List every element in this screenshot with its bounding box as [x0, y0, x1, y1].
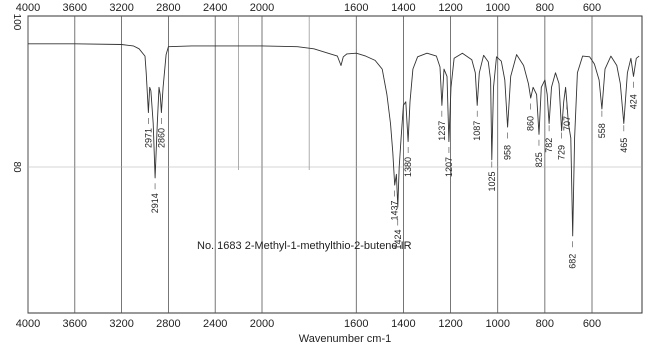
x-tick-label-bottom: 2000: [250, 318, 274, 330]
peak-label: 2971: [143, 128, 153, 148]
x-tick-label-bottom: 4000: [16, 318, 40, 330]
x-tick-label-top: 1200: [438, 2, 462, 14]
peak-label: 465: [619, 138, 629, 153]
peak-label: 558: [597, 123, 607, 138]
spectrum-line: [28, 43, 640, 237]
x-tick-label-top: 3200: [109, 2, 133, 14]
x-tick-label-top: 3600: [63, 2, 87, 14]
peak-label: 1237: [437, 121, 447, 141]
x-tick-label-top: 4000: [16, 2, 40, 14]
x-tick-label-bottom: 2400: [203, 318, 227, 330]
y-tick-label: 80: [11, 161, 22, 173]
x-tick-label-top: 600: [583, 2, 601, 14]
peak-label: 424: [628, 94, 638, 109]
x-tick-label-bottom: 800: [536, 318, 554, 330]
x-tick-label-bottom: 600: [583, 318, 601, 330]
peak-label: 860: [526, 116, 536, 131]
x-tick-label-top: 800: [536, 2, 554, 14]
x-tick-label-top: 1400: [391, 2, 415, 14]
x-tick-label-top: 2800: [156, 2, 180, 14]
x-tick-label-top: 2000: [250, 2, 274, 14]
chart-title: No. 1683 2-Methyl-1-methylthio-2-butene …: [197, 240, 412, 252]
x-tick-label-top: 1600: [344, 2, 368, 14]
peak-label: 1207: [444, 157, 454, 177]
peak-label: 782: [544, 138, 554, 153]
peak-label: 1025: [487, 171, 497, 191]
peak-label: 2914: [150, 193, 160, 213]
peak-label: 682: [568, 254, 578, 269]
x-tick-label-bottom: 1400: [391, 318, 415, 330]
x-tick-label-top: 2400: [203, 2, 227, 14]
x-tick-label-bottom: 1200: [438, 318, 462, 330]
peak-label: 729: [557, 145, 567, 160]
peak-label: 1437: [390, 200, 400, 220]
peak-label: 1424: [393, 229, 403, 249]
x-tick-label-bottom: 1600: [344, 318, 368, 330]
peak-label: 1087: [472, 121, 482, 141]
peak-label: 958: [503, 145, 513, 160]
x-tick-label-bottom: 2800: [156, 318, 180, 330]
peak-label: 825: [534, 152, 544, 167]
x-tick-label-bottom: 3600: [63, 318, 87, 330]
x-tick-label-bottom: 1000: [485, 318, 509, 330]
plot-frame: [27, 15, 643, 314]
y-tick-label: 100: [11, 14, 22, 31]
x-tick-label-top: 1000: [485, 2, 509, 14]
peak-label: 707: [562, 116, 572, 131]
x-tick-label-bottom: 3200: [109, 318, 133, 330]
peak-label: 2860: [156, 128, 166, 148]
x-axis-label: Wavenumber cm-1: [299, 333, 392, 345]
peak-label: 1380: [403, 157, 413, 177]
